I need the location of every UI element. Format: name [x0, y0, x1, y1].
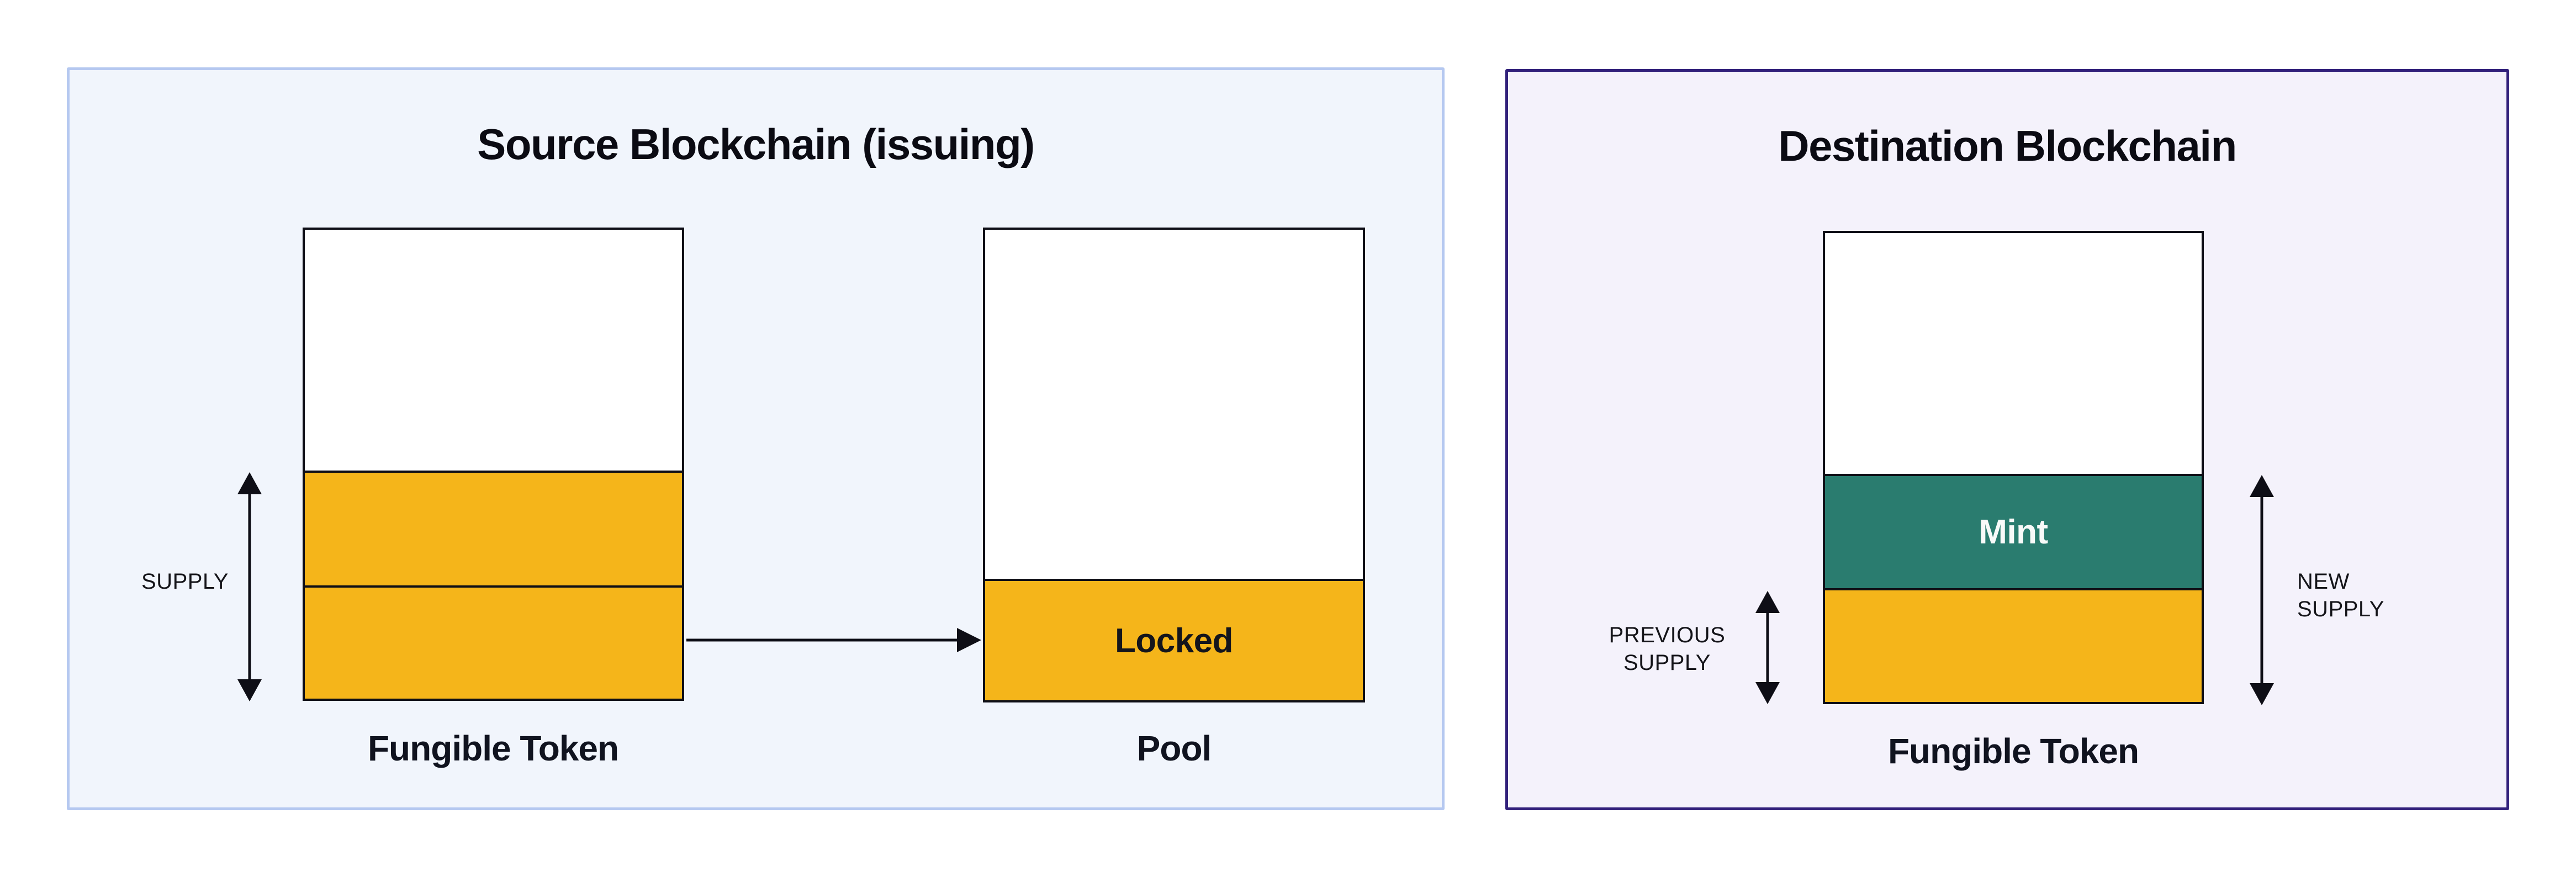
- source-panel-title: Source Blockchain (issuing): [477, 120, 1035, 168]
- supply-label: SUPPLY: [141, 569, 229, 594]
- new-supply-label-line1: NEW: [2297, 569, 2350, 594]
- supply-range-arrow: [237, 472, 262, 701]
- mint-label: Mint: [1979, 513, 2048, 551]
- arrowhead-up-icon: [2250, 475, 2274, 497]
- lock-transfer-arrow: [686, 628, 981, 652]
- arrowhead-up-icon: [237, 472, 262, 494]
- arrowhead-down-icon: [237, 679, 262, 701]
- arrowhead-down-icon: [2250, 683, 2274, 705]
- arrow-shaft: [248, 491, 251, 683]
- destination-fungible-token-label: Fungible Token: [1887, 731, 2139, 771]
- source-supply-upper-segment: [305, 471, 682, 585]
- source-pool-label: Pool: [1136, 728, 1212, 768]
- arrowhead-up-icon: [1755, 591, 1780, 613]
- mint-segment: Mint: [1825, 474, 2202, 588]
- new-supply-range-arrow: [2250, 475, 2274, 705]
- previous-supply-range-arrow: [1755, 591, 1780, 704]
- destination-panel-title: Destination Blockchain: [1778, 121, 2237, 170]
- new-supply-label-line2: SUPPLY: [2297, 597, 2384, 621]
- source-supply-lower-segment: [305, 585, 682, 699]
- previous-supply-label-line1: PREVIOUS: [1609, 623, 1726, 647]
- arrow-shaft: [686, 638, 959, 642]
- arrowhead-down-icon: [1755, 682, 1780, 704]
- source-fungible-token-label: Fungible Token: [367, 728, 619, 768]
- locked-label: Locked: [1114, 621, 1234, 660]
- new-supply-label: NEW SUPPLY: [2297, 568, 2384, 623]
- arrow-shaft: [1766, 610, 1769, 685]
- source-fungible-token-box: [303, 228, 684, 701]
- source-blockchain-panel: Source Blockchain (issuing) SUPPLY Locke…: [67, 67, 1445, 810]
- previous-supply-segment: [1825, 588, 2202, 702]
- arrowhead-right-icon: [957, 628, 981, 652]
- previous-supply-label-line2: SUPPLY: [1623, 651, 1711, 675]
- previous-supply-label: PREVIOUS SUPPLY: [1609, 621, 1726, 677]
- source-pool-box: Locked: [983, 228, 1365, 702]
- destination-fungible-token-box: Mint: [1823, 231, 2204, 704]
- arrow-shaft: [2260, 494, 2263, 686]
- destination-blockchain-panel: Destination Blockchain Mint PREVIOUS SUP…: [1505, 69, 2509, 810]
- pool-locked-segment: Locked: [985, 579, 1363, 700]
